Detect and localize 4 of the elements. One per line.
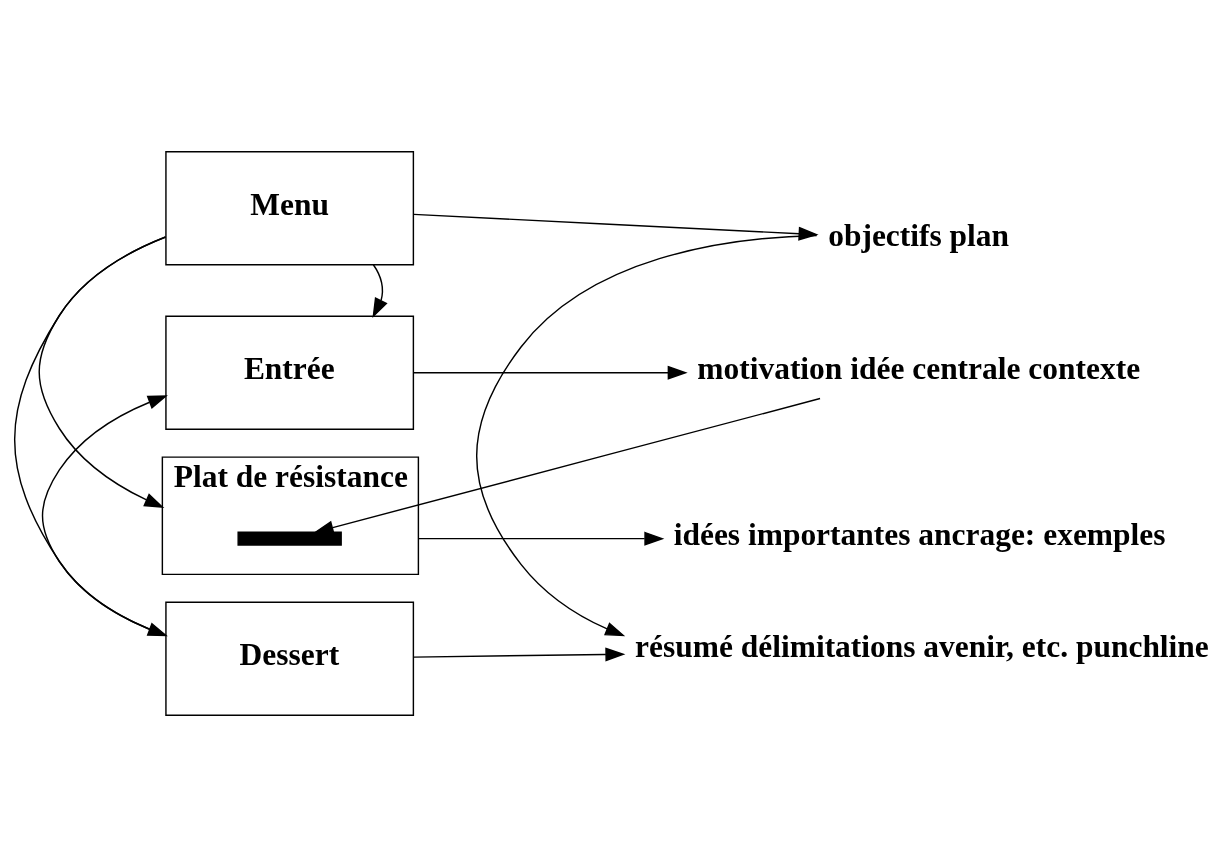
node-text: objectifs plan [828, 218, 1010, 254]
node-text: motivation idée centrale contexte [697, 351, 1141, 387]
node-text: idées importantes ancrage: exemples [673, 517, 1166, 553]
node-text: résumé délimitations avenir, etc. punchline [635, 628, 1209, 664]
